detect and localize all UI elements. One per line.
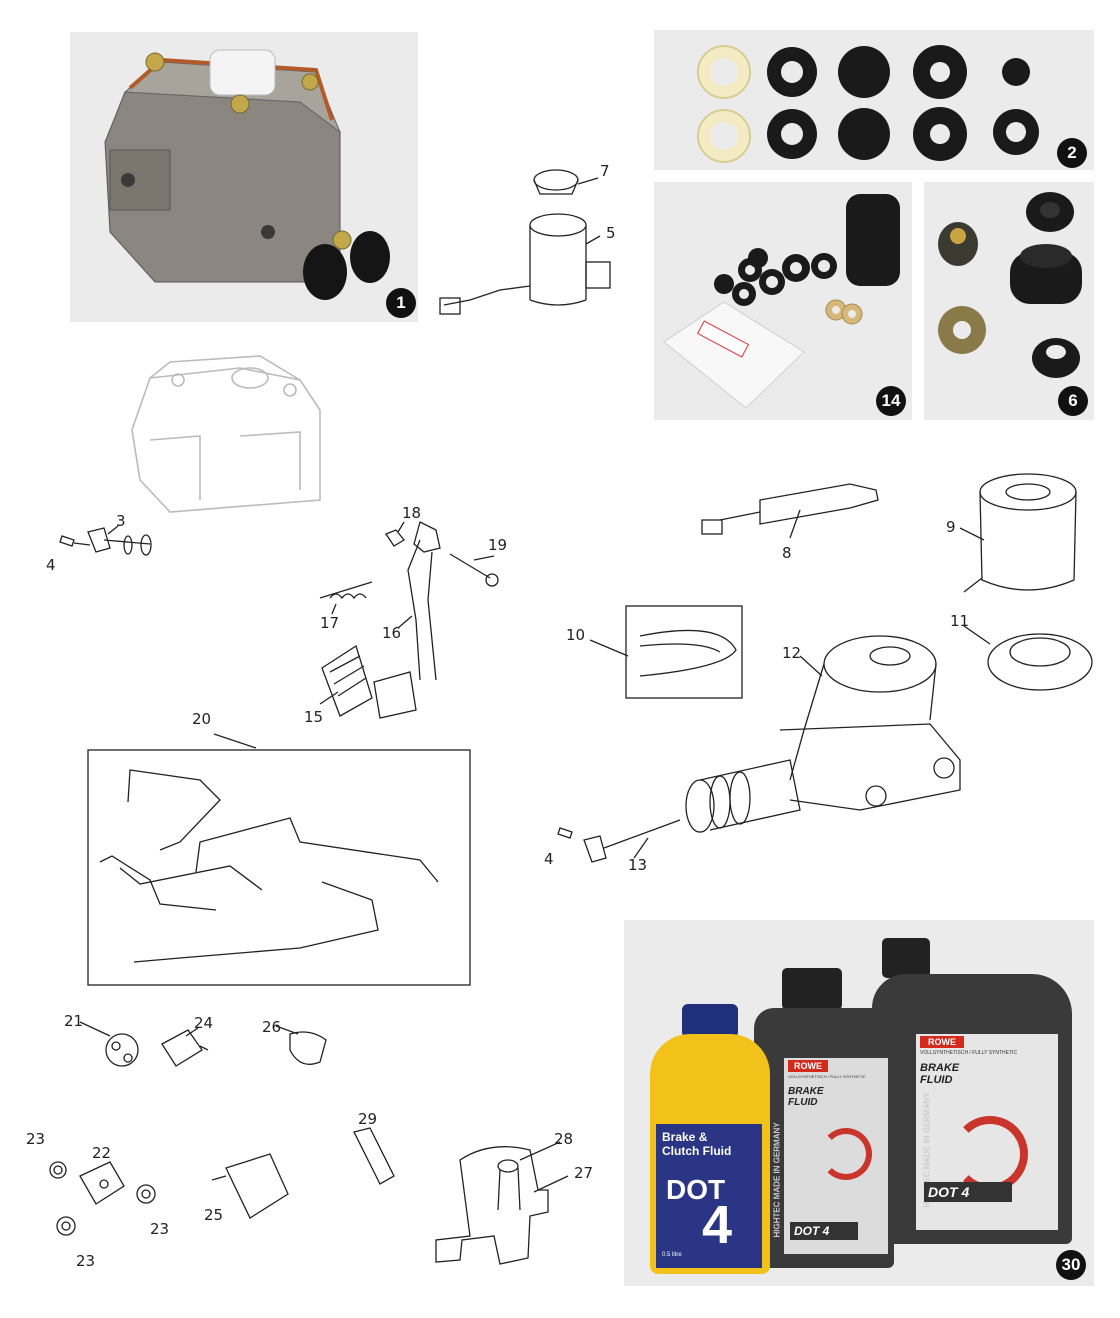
push-rod-drawing (557, 819, 681, 863)
part-label: 23 (26, 1130, 46, 1148)
seal-kit-photo (697, 45, 1039, 163)
master-cylinder-photo (104, 49, 390, 300)
product-sub: VOLLSYNTHETISCH / FULLY SYNTHETIC (788, 1074, 866, 1079)
item-badge: 14 (876, 386, 906, 416)
rowe-5l-can: ROWE VOLLSYNTHETISCH / FULLY SYNTHETIC B… (872, 938, 1072, 1244)
part-label: 13 (628, 856, 648, 874)
slave-seal-kit-photo-panel: 6 (924, 182, 1094, 420)
seal-kit-photo-panel: 2 (654, 30, 1094, 170)
tandem-master-cylinder-drawing (685, 635, 961, 833)
rowe-logo: ROWE (788, 1060, 828, 1072)
part-label: 4 (544, 850, 554, 868)
rowe-logo: ROWE (920, 1036, 964, 1048)
pivot-pin-assembly-drawing (59, 525, 152, 556)
part-label: 22 (92, 1144, 112, 1162)
product-sub: VOLLSYNTHETISCH / FULLY SYNTHETIC (920, 1050, 1018, 1056)
part-label: 20 (192, 710, 212, 728)
part-label: 5 (606, 224, 616, 242)
part-label: 11 (950, 612, 970, 630)
part-label: 7 (600, 162, 610, 180)
hose-box-drawing (589, 605, 743, 699)
part-label: 4 (46, 556, 56, 574)
slave-seal-kit-photo (938, 192, 1082, 378)
item-badge: 1 (386, 288, 416, 318)
bottle-grade: DOT (666, 1174, 726, 1205)
part-label: 18 (402, 504, 422, 522)
part-label: 16 (382, 624, 402, 642)
part-label: 12 (782, 644, 802, 662)
part-label: 3 (116, 512, 126, 530)
product-name: BRAKE FLUID (920, 1062, 960, 1086)
part-label: 17 (320, 614, 340, 632)
pressure-valve-drawing (353, 1127, 569, 1265)
clutch-pedal-drawing (319, 521, 499, 719)
pipe-connectors-drawing (49, 1021, 327, 1236)
part-label: 23 (150, 1220, 170, 1238)
yellow-dot4-bottle: Brake & Clutch Fluid DOT 4 0.5 litre (650, 1004, 770, 1274)
brake-pipes-drawing (87, 733, 471, 986)
part-label: 27 (574, 1164, 594, 1182)
item-badge: 2 (1057, 138, 1087, 168)
part-label: 29 (358, 1110, 378, 1128)
part-label: 8 (782, 544, 792, 562)
product-name: BRAKE FLUID (788, 1086, 824, 1108)
part-label: 21 (64, 1012, 84, 1030)
grade-label: DOT 4 (924, 1182, 1012, 1202)
part-label: 25 (204, 1206, 224, 1224)
rowe-1l-can: ROWE VOLLSYNTHETISCH / FULLY SYNTHETIC B… (754, 968, 894, 1268)
bottle-grade-num: 4 (702, 1195, 733, 1255)
part-label: 26 (262, 1018, 282, 1036)
part-label: 23 (76, 1252, 96, 1270)
part-label: 24 (194, 1014, 214, 1032)
part-label: 15 (304, 708, 324, 726)
bottle-volume: 0.5 litre (662, 1252, 682, 1258)
item-badge: 6 (1058, 386, 1088, 416)
part-label: 9 (946, 518, 956, 536)
master-cylinder-photo-panel: 1 (70, 32, 418, 322)
part-label: 19 (488, 536, 508, 554)
clutch-seal-kit-photo (663, 194, 900, 409)
brake-fluid-photo-panel: ROWE VOLLSYNTHETISCH / FULLY SYNTHETIC B… (624, 920, 1094, 1286)
item-badge: 30 (1056, 1250, 1086, 1280)
slave-cylinder-drawing (701, 483, 879, 539)
ghost-master-cylinder-drawing (131, 355, 321, 513)
clutch-seal-kit-photo-panel: 14 (654, 182, 912, 420)
bottle-line1: Brake & (662, 1130, 708, 1144)
part-label: 28 (554, 1130, 574, 1148)
cap-seal-drawing (963, 625, 1093, 691)
part-label: 10 (566, 626, 586, 644)
bottle-line2: Clutch Fluid (662, 1144, 732, 1158)
clutch-cylinder-drawing (439, 169, 611, 315)
grade-label: DOT 4 (790, 1222, 858, 1240)
reservoir-drawing (959, 473, 1077, 593)
